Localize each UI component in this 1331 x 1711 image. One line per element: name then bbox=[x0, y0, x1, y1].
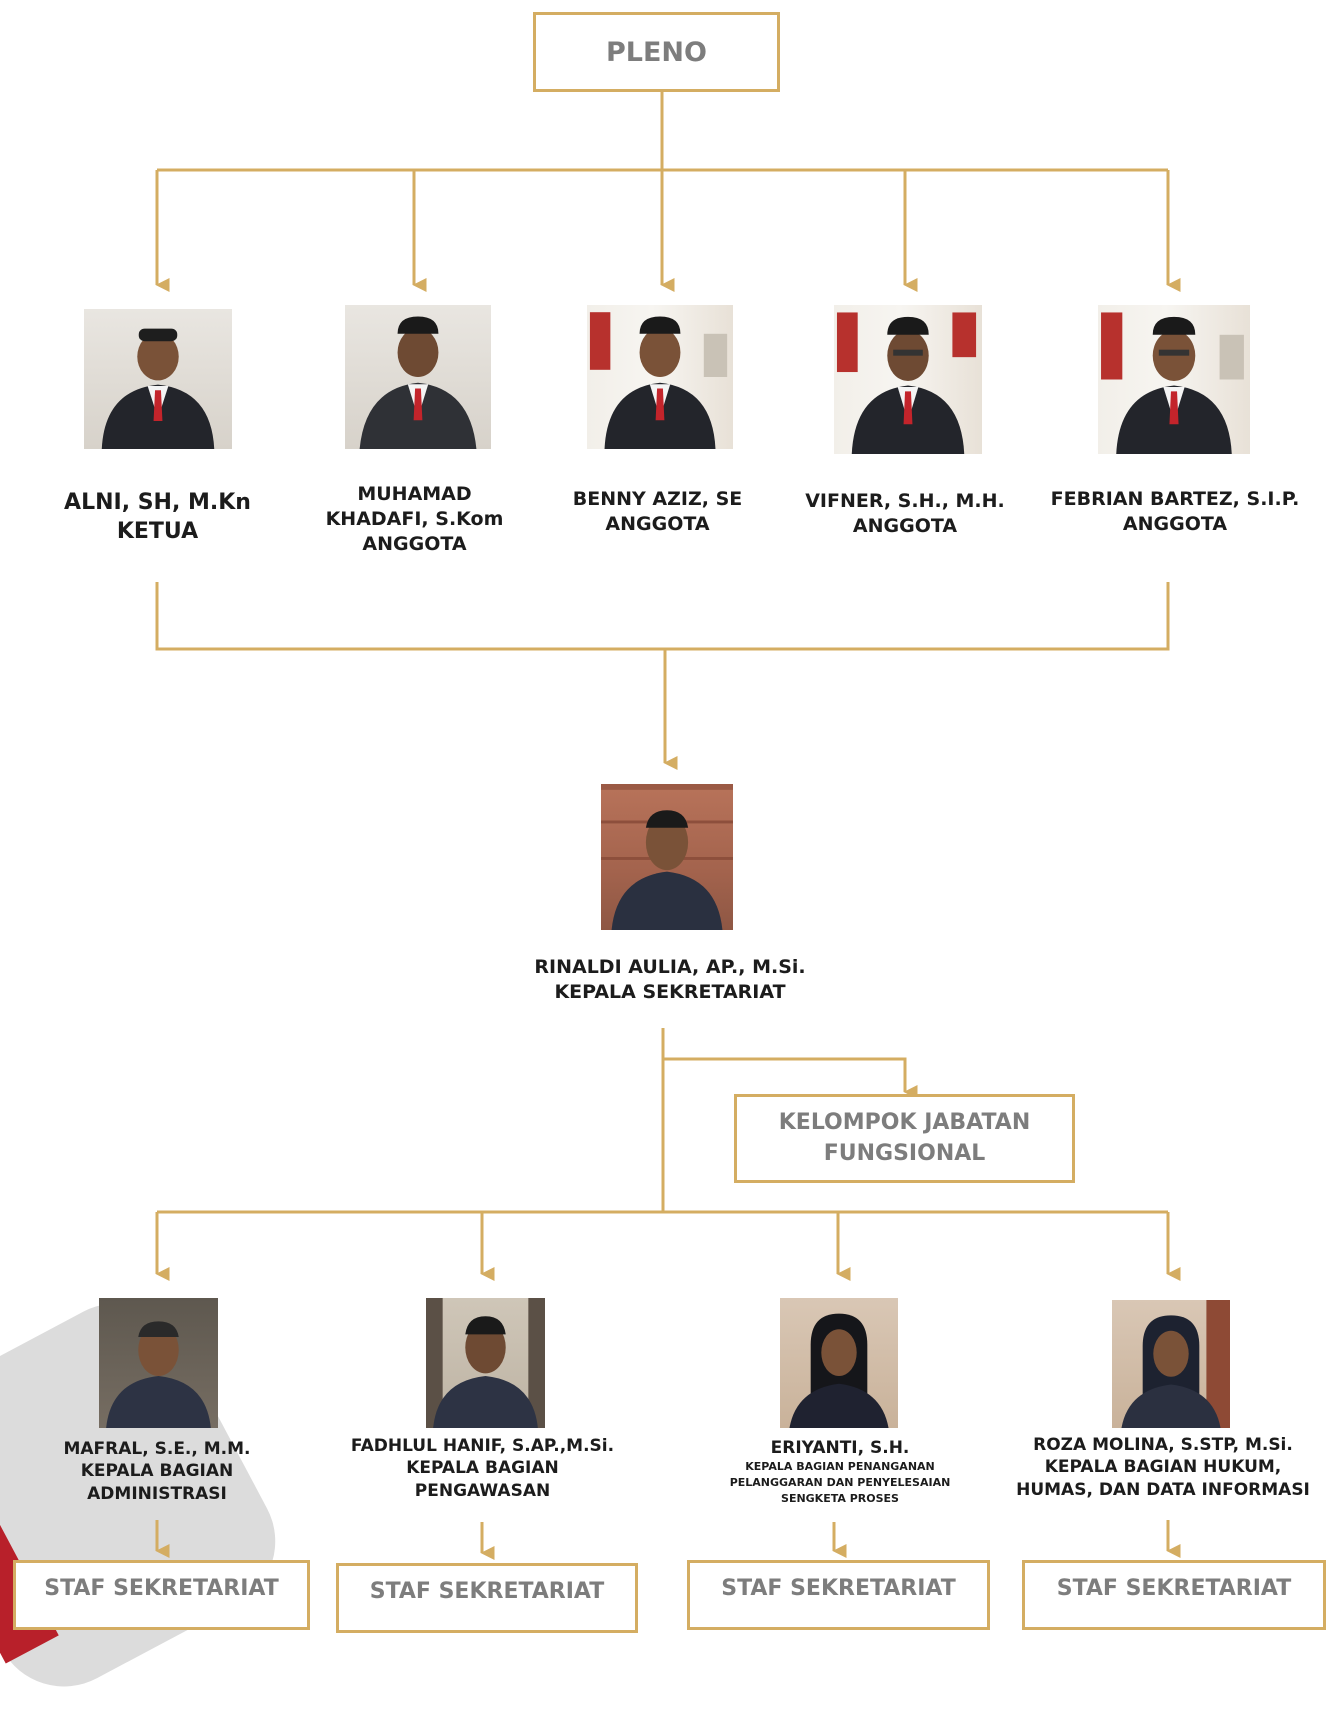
commissioner-3-role: ANGGOTA bbox=[605, 513, 710, 536]
commissioner-1-photo bbox=[84, 309, 232, 449]
division-2-photo bbox=[426, 1298, 545, 1428]
division-2-label: FADHLUL HANIF, S.AP.,M.Si. KEPALA BAGIAN… bbox=[340, 1435, 625, 1502]
functional-group-line2: FUNGSIONAL bbox=[823, 1140, 986, 1166]
division-3-role-line2: PELANGGARAN DAN PENYELESAIAN bbox=[729, 1476, 951, 1490]
commissioner-4-label: VIFNER, S.H., M.H. ANGGOTA bbox=[790, 489, 1020, 539]
division-3-role-line1: KEPALA BAGIAN PENANGANAN bbox=[745, 1460, 935, 1474]
staff-box-2: STAF SEKRETARIAT bbox=[336, 1563, 638, 1633]
staff-box-1-label: STAF SEKRETARIAT bbox=[44, 1576, 279, 1601]
secretary-label: RINALDI AULIA, AP., M.Si. KEPALA SEKRETA… bbox=[520, 955, 820, 1005]
commissioner-2-name-line1: MUHAMAD bbox=[357, 483, 472, 505]
division-3-photo bbox=[780, 1298, 898, 1428]
secretary-name: RINALDI AULIA, AP., M.Si. bbox=[534, 956, 806, 978]
commissioner-5-role: ANGGOTA bbox=[1122, 513, 1228, 536]
commissioner-2-name-line2: KHADAFI, S.Kom bbox=[325, 508, 504, 531]
division-4-role-line1: KEPALA BAGIAN HUKUM, bbox=[1044, 1457, 1282, 1478]
division-4-photo bbox=[1112, 1300, 1230, 1428]
division-1-label: MAFRAL, S.E., M.M. KEPALA BAGIAN ADMINIS… bbox=[52, 1438, 262, 1505]
division-2-name: FADHLUL HANIF, S.AP.,M.Si. bbox=[350, 1436, 615, 1456]
commissioner-join-line bbox=[155, 582, 1170, 651]
commissioner-4-name: VIFNER, S.H., M.H. bbox=[805, 490, 1005, 512]
commissioner-2-label: MUHAMAD KHADAFI, S.Kom ANGGOTA bbox=[302, 482, 527, 557]
functional-group-box: KELOMPOK JABATAN FUNGSIONAL bbox=[734, 1094, 1075, 1183]
division-4-label: ROZA MOLINA, S.STP, M.Si. KEPALA BAGIAN … bbox=[1003, 1434, 1323, 1501]
division-3-name: ERIYANTI, S.H. bbox=[770, 1438, 910, 1458]
staff-box-3-label: STAF SEKRETARIAT bbox=[721, 1576, 956, 1601]
connector-lines bbox=[155, 91, 1181, 1560]
staff-box-3: STAF SEKRETARIAT bbox=[687, 1560, 990, 1630]
commissioner-5-label: FEBRIAN BARTEZ, S.I.P. ANGGOTA bbox=[1030, 487, 1320, 537]
commissioner-1-name: ALNI, SH, M.Kn bbox=[64, 490, 251, 515]
division-3-label: ERIYANTI, S.H. KEPALA BAGIAN PENANGANAN … bbox=[700, 1437, 980, 1507]
division-2-role-line1: KEPALA BAGIAN bbox=[406, 1458, 559, 1479]
staff-box-4: STAF SEKRETARIAT bbox=[1022, 1560, 1326, 1630]
commissioner-4-photo bbox=[834, 305, 982, 454]
commissioner-2-role: ANGGOTA bbox=[362, 533, 467, 556]
division-3-role-line3: SENGKETA PROSES bbox=[781, 1492, 899, 1506]
division-1-role-line2: ADMINISTRASI bbox=[87, 1483, 227, 1504]
commissioner-3-label: BENNY AZIZ, SE ANGGOTA bbox=[550, 487, 765, 537]
division-4-role-line2: HUMAS, DAN DATA INFORMASI bbox=[1016, 1479, 1310, 1500]
commissioner-1-role: KETUA bbox=[116, 519, 199, 545]
staff-box-4-label: STAF SEKRETARIAT bbox=[1056, 1576, 1292, 1601]
commissioner-4-role: ANGGOTA bbox=[852, 515, 958, 538]
secretary-role: KEPALA SEKRETARIAT bbox=[554, 981, 786, 1004]
commissioner-3-name: BENNY AZIZ, SE bbox=[572, 488, 743, 510]
commissioner-3-photo bbox=[587, 305, 733, 449]
functional-group-line1: KELOMPOK JABATAN bbox=[778, 1109, 1031, 1135]
arrow-to-functional-box bbox=[663, 1057, 918, 1099]
secretary-photo bbox=[601, 784, 733, 930]
division-4-name: ROZA MOLINA, S.STP, M.Si. bbox=[1033, 1435, 1293, 1455]
division-1-photo bbox=[99, 1298, 218, 1428]
pleno-box: PLENO bbox=[533, 12, 780, 92]
commissioner-5-name: FEBRIAN BARTEZ, S.I.P. bbox=[1050, 488, 1300, 510]
division-2-role-line2: PENGAWASAN bbox=[414, 1480, 551, 1501]
staff-box-2-label: STAF SEKRETARIAT bbox=[369, 1579, 605, 1604]
pleno-label: PLENO bbox=[606, 36, 707, 68]
staff-box-1: STAF SEKRETARIAT bbox=[13, 1560, 310, 1630]
commissioner-2-photo bbox=[345, 305, 491, 449]
commissioner-5-photo bbox=[1098, 305, 1250, 454]
commissioner-1-label: ALNI, SH, M.Kn KETUA bbox=[40, 488, 275, 546]
division-1-role-line1: KEPALA BAGIAN bbox=[80, 1461, 234, 1482]
division-1-name: MAFRAL, S.E., M.M. bbox=[63, 1439, 251, 1459]
